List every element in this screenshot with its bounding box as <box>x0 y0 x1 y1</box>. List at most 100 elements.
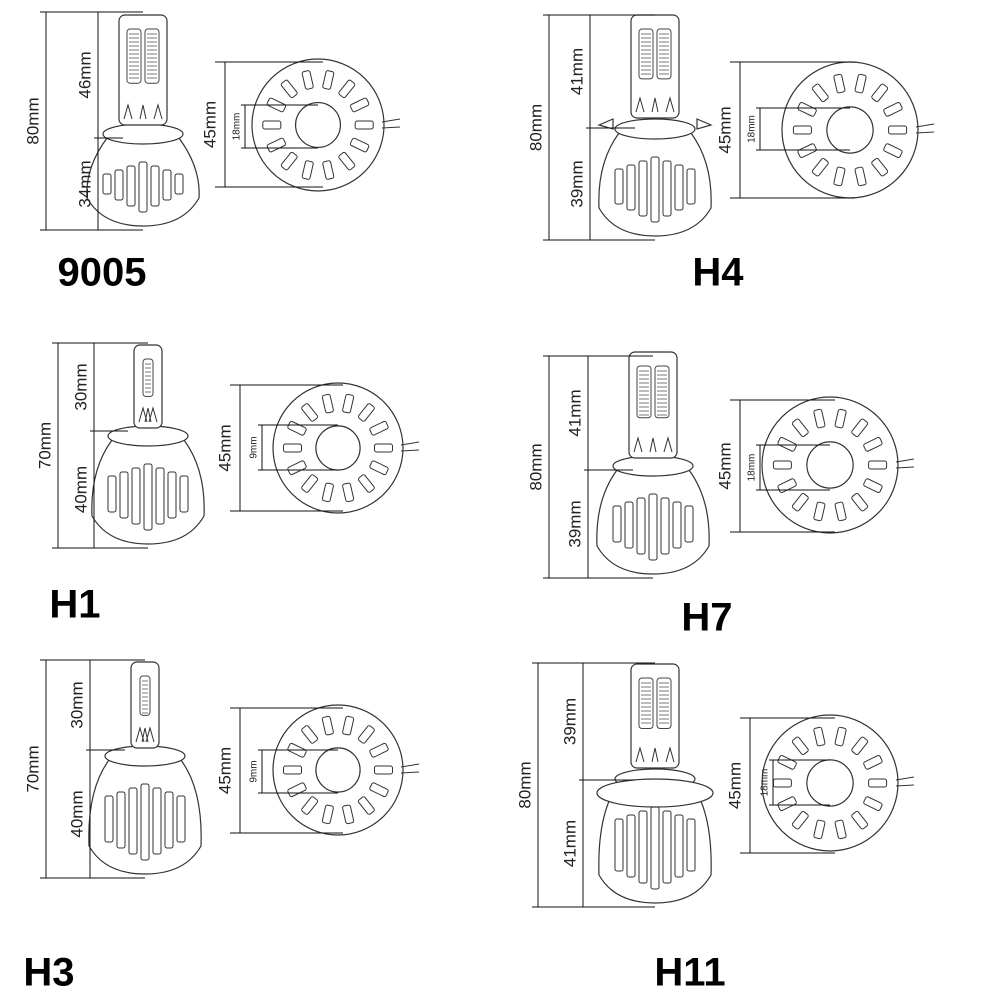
heatsink-fin <box>114 169 124 201</box>
disc-slot <box>791 492 809 512</box>
disc-center <box>294 101 342 149</box>
disc-slot <box>813 501 826 522</box>
disc-slot <box>851 810 869 830</box>
disc-slot <box>354 120 374 130</box>
disc-slot <box>813 726 826 747</box>
heatsink-fin <box>614 168 624 205</box>
heatsink-fin <box>626 164 636 211</box>
led-chip <box>139 675 151 716</box>
disc-slot <box>811 157 829 177</box>
disc-slot <box>797 102 817 117</box>
disc-slot <box>772 460 792 470</box>
led-wiring <box>635 96 675 113</box>
disc-cable <box>381 118 401 129</box>
base-collar <box>104 745 186 767</box>
heatsink-fin <box>674 814 684 878</box>
lower-height-label: 40mm <box>71 466 90 513</box>
disc-slot <box>791 810 809 830</box>
disc-slot <box>863 478 883 493</box>
disc-center <box>826 106 874 154</box>
inner-diameter-label: 18mm <box>747 115 758 143</box>
disc-slot <box>280 151 298 171</box>
disc-slot <box>322 160 335 180</box>
disc-slot <box>301 403 319 422</box>
led-wiring <box>635 746 675 763</box>
disc-slot <box>287 742 307 758</box>
base-tab <box>696 118 713 130</box>
led-chip <box>654 365 670 419</box>
led-wiring <box>123 103 163 120</box>
lower-height-label: 41mm <box>560 820 579 867</box>
heatsink-fin <box>119 471 129 519</box>
heatsink-body <box>596 469 710 575</box>
disc-slot <box>301 474 319 493</box>
disc-slot <box>357 725 375 744</box>
disc-slot <box>342 715 355 736</box>
disc-slot <box>833 73 846 94</box>
disc-slot <box>369 460 389 476</box>
disc-slot <box>357 474 375 493</box>
disc-slot <box>322 70 335 90</box>
led-chip <box>142 358 154 397</box>
disc-slot <box>321 393 334 414</box>
disc-slot <box>342 393 355 414</box>
disc-slot <box>834 819 847 840</box>
disc-slot <box>287 460 307 476</box>
disc-slot <box>374 443 393 453</box>
disc-slot <box>854 73 867 94</box>
disc-slot <box>369 782 389 798</box>
diameter-label: 45mm <box>215 747 234 794</box>
heatsink-body <box>86 137 200 227</box>
upper-height-label: 30mm <box>71 363 90 410</box>
heatsink-fin <box>650 156 660 223</box>
disc-slot <box>357 403 375 422</box>
total-height-label: 80mm <box>526 443 545 490</box>
inner-diameter-label: 18mm <box>760 769 771 797</box>
disc-slot <box>888 125 908 135</box>
lower-height-label: 40mm <box>67 790 86 837</box>
disc-slot <box>321 482 334 503</box>
disc-slot <box>851 492 869 512</box>
inner-diameter-label: 18mm <box>747 454 758 482</box>
heatsink-fin <box>624 501 634 549</box>
disc-slot <box>797 143 817 158</box>
heatsink-fin <box>684 505 694 543</box>
lower-height-label: 34mm <box>75 160 94 207</box>
disc-slot <box>851 736 869 756</box>
heatsink-fin <box>626 814 636 878</box>
total-height-label: 80mm <box>526 104 545 151</box>
disc-slot <box>777 796 797 811</box>
disc-slot <box>883 143 903 158</box>
heatsink-fin <box>162 169 172 201</box>
disc-slot <box>863 755 883 770</box>
disc-slot <box>266 97 287 113</box>
diameter-label: 45mm <box>715 442 734 489</box>
disc-slot <box>338 79 356 99</box>
heatsink-fin <box>662 810 672 884</box>
disc-cable <box>895 776 915 787</box>
disc-slot <box>813 408 826 429</box>
heatsink-fin <box>155 467 165 525</box>
disc-slot <box>321 804 334 825</box>
model-label: H7 <box>681 596 732 640</box>
base-collar <box>614 118 696 140</box>
disc-center <box>806 759 854 807</box>
heatsink-fin <box>672 501 682 549</box>
heatsink-fin <box>686 818 696 872</box>
disc-slot <box>262 120 282 130</box>
model-label: 9005 <box>58 251 147 295</box>
upper-height-label: 30mm <box>67 681 86 728</box>
disc-slot <box>301 796 319 815</box>
heatsink-fin <box>128 787 138 855</box>
disc-slot <box>777 755 797 770</box>
disc-slot <box>374 765 393 775</box>
led-chip <box>636 365 652 419</box>
heatsink-body <box>598 132 712 237</box>
base-tab <box>597 118 614 130</box>
upper-height-label: 41mm <box>565 389 584 436</box>
